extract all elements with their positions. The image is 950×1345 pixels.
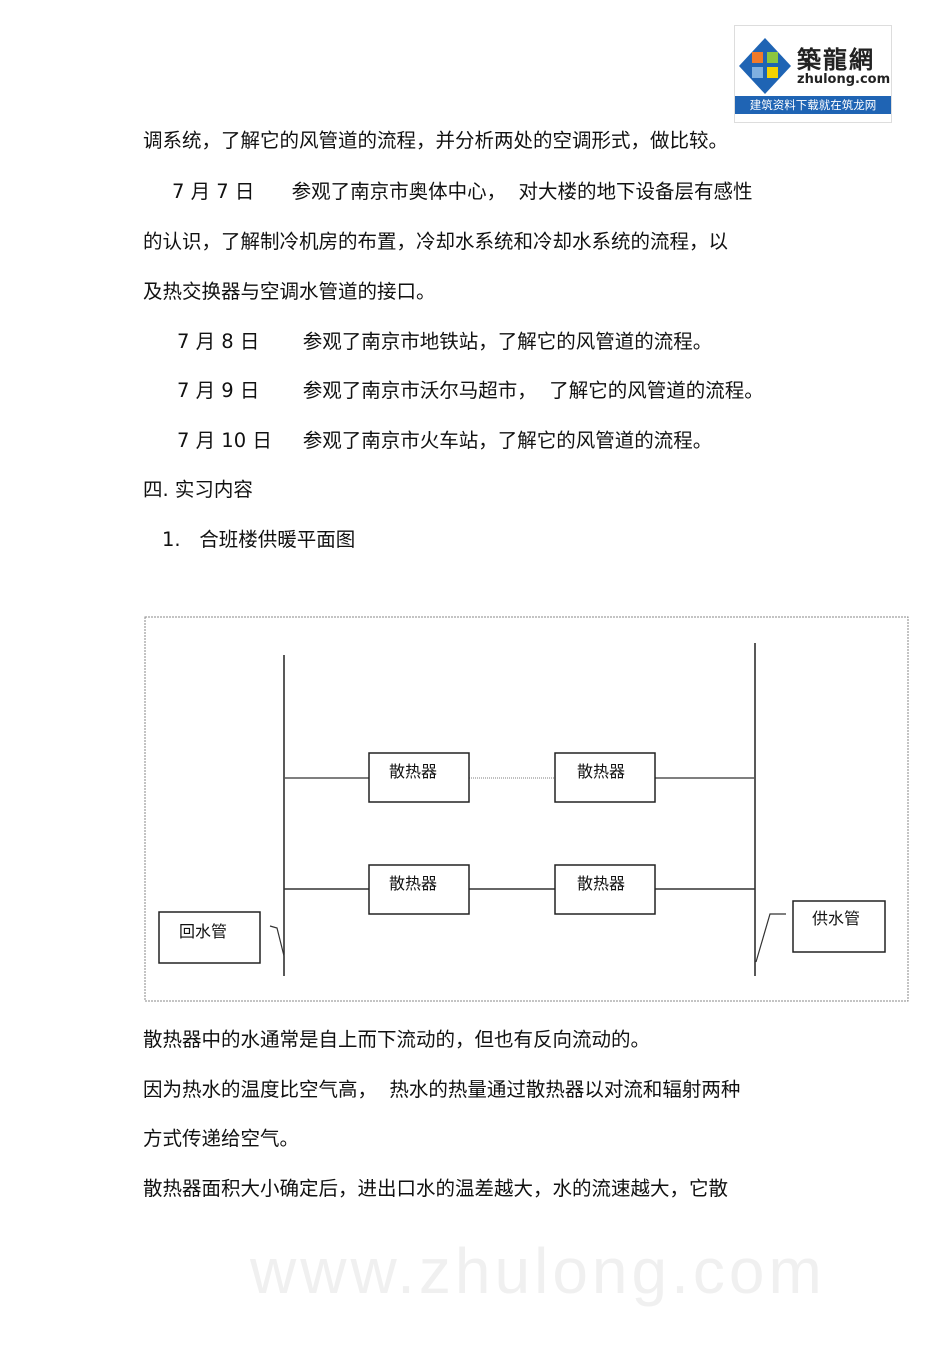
- section-heading: 四. 实习内容: [143, 478, 253, 501]
- logo-domain: zhulong.com: [797, 72, 891, 87]
- paragraph-line: 方式传递给空气。: [143, 1127, 300, 1150]
- radiator-label: 散热器: [389, 874, 437, 893]
- radiator-label: 散热器: [389, 762, 437, 781]
- text-line: 7 月 9 日 参观了南京市沃尔马超市， 了解它的风管道的流程。: [177, 379, 764, 402]
- zhulong-logo: 築龍網 zhulong.com 建筑资料下载就在筑龙网: [734, 25, 892, 123]
- diagram-frame: [144, 616, 909, 1002]
- logo-name: 築龍網: [797, 45, 875, 74]
- return-pipe-box: 回水管: [158, 911, 261, 964]
- paragraph-line: 散热器中的水通常是自上而下流动的，但也有反向流动的。: [143, 1028, 651, 1051]
- radiator-box: 散热器: [368, 752, 470, 803]
- text-line: 7 月 7 日 参观了南京市奥体中心， 对大楼的地下设备层有感性: [172, 180, 753, 203]
- text-line: 调系统，了解它的风管道的流程，并分析两处的空调形式，做比较。: [143, 129, 729, 152]
- paragraph-line: 因为热水的温度比空气高， 热水的热量通过散热器以对流和辐射两种: [143, 1078, 741, 1101]
- return-pipe-label: 回水管: [179, 922, 227, 941]
- paragraph-line: 散热器面积大小确定后，进出口水的温差越大，水的流速越大，它散: [143, 1177, 729, 1200]
- supply-pipe-box: 供水管: [792, 900, 886, 953]
- text-line: 7 月 8 日 参观了南京市地铁站，了解它的风管道的流程。: [177, 330, 713, 353]
- subsection-heading: 1. 合班楼供暖平面图: [162, 528, 356, 551]
- text-line: 的认识，了解制冷机房的布置，冷却水系统和冷却水系统的流程，以: [143, 230, 729, 253]
- radiator-box: 散热器: [554, 864, 656, 915]
- logo-emblem-icon: [739, 38, 791, 94]
- radiator-label: 散热器: [577, 762, 625, 781]
- text-line: 及热交换器与空调水管道的接口。: [143, 280, 436, 303]
- text-line: 7 月 10 日 参观了南京市火车站，了解它的风管道的流程。: [177, 429, 713, 452]
- radiator-box: 散热器: [554, 752, 656, 803]
- radiator-box: 散热器: [368, 864, 470, 915]
- radiator-label: 散热器: [577, 874, 625, 893]
- watermark: www.zhulong.com: [250, 1235, 826, 1307]
- logo-slogan: 建筑资料下载就在筑龙网: [735, 96, 891, 114]
- supply-pipe-label: 供水管: [812, 909, 860, 928]
